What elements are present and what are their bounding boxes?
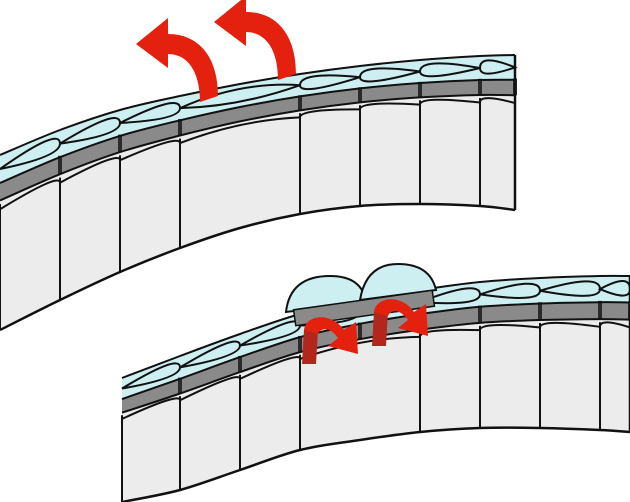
- cell-apical-dome: [479, 324, 541, 331]
- basal-edge: [121, 426, 630, 502]
- junction-lower-edge: [121, 318, 630, 414]
- junction-upper-edge: [121, 301, 630, 401]
- cell-apical-dome: [419, 328, 481, 338]
- apical-edge: [0, 54, 516, 156]
- fold-arrow-2: [374, 299, 428, 336]
- fold-arrow-1: [304, 317, 358, 354]
- junction-upper-edge: [0, 78, 516, 184]
- cell-apical-dome: [599, 321, 630, 329]
- junction-lower-edge: [0, 93, 516, 202]
- cell-apical-dome: [539, 321, 601, 328]
- fold-arrow-2-tail: [372, 312, 388, 346]
- cell-apical-dome: [359, 102, 421, 110]
- columnar-cell-layer: [122, 319, 630, 502]
- apical-cap-cell: [597, 280, 630, 297]
- top-tissue-panel: [0, 0, 518, 332]
- basal-edge: [0, 202, 516, 332]
- columnar-cell-layer: [0, 94, 515, 330]
- fold-arrow-1-tail: [302, 330, 318, 364]
- cell-apical-dome: [419, 98, 481, 106]
- cell-apical-dome: [299, 108, 361, 118]
- extruding-cap-cell: [358, 262, 438, 302]
- release-arrow-2: [214, 0, 296, 80]
- cell-apical-dome: [179, 116, 301, 145]
- release-arrow-1: [136, 18, 218, 102]
- bottom-tissue-panel: [121, 262, 630, 502]
- extruding-junction-band: [292, 289, 436, 327]
- cell-apical-dome: [479, 97, 516, 105]
